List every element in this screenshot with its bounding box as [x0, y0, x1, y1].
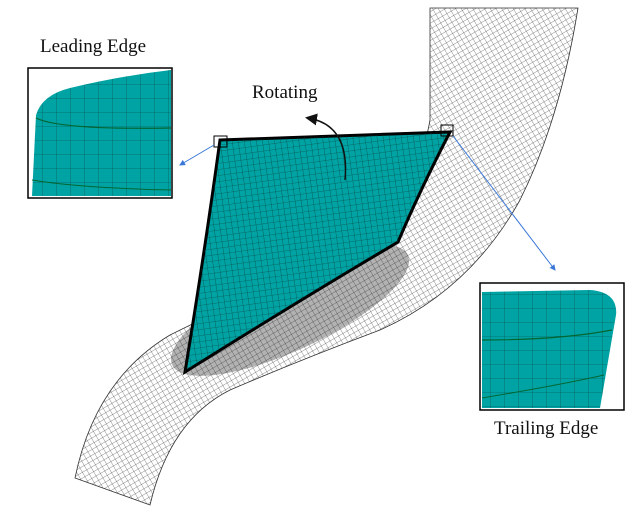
leading-edge-pointer [179, 144, 215, 166]
rotating-arrow [305, 113, 347, 181]
trailing-edge-inset [479, 282, 625, 411]
leading-edge-marker [213, 135, 228, 148]
trailing-edge-pointer [452, 135, 556, 271]
leading-edge-label: Leading Edge [40, 36, 147, 57]
trailing-edge-label: Trailing Edge [494, 418, 599, 439]
trailing-edge-marker [440, 124, 454, 137]
rotating-label: Rotating [252, 82, 318, 103]
leading-edge-inset [27, 67, 173, 199]
